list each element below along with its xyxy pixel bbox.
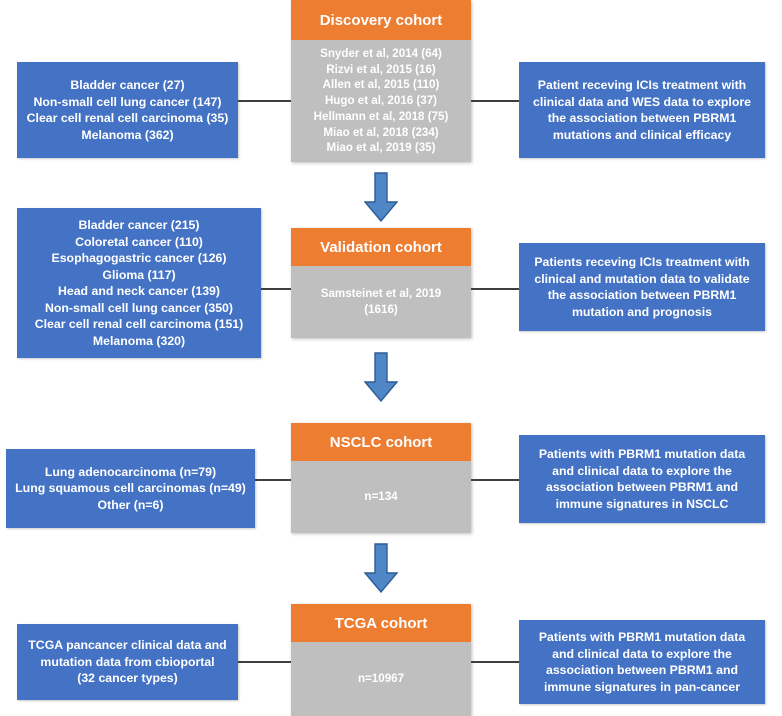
box-line: Coloretal cancer (110): [75, 234, 203, 249]
box-line: Glioma (117): [102, 267, 176, 282]
box-line: immune signatures in NSCLC: [555, 496, 729, 511]
tcga-cohort-title: TCGA cohort: [291, 604, 471, 642]
validation-left-box: Bladder cancer (215) Coloretal cancer (1…: [17, 208, 261, 358]
box-line: Patients with PBRM1 mutation data: [538, 630, 746, 644]
discovery-cohort-title: Discovery cohort: [291, 0, 471, 40]
cohort-line: n=134: [364, 490, 398, 504]
box-line: mutations and clinical efficacy: [552, 127, 732, 142]
cohort-line: Allen et al, 2015 (110): [322, 78, 440, 92]
box-line: the association between PBRM1: [547, 111, 737, 125]
tcga-right-box: Patients with PBRM1 mutation data and cl…: [519, 620, 765, 704]
box-line: Lung squamous cell carcinomas (n=49): [15, 481, 246, 496]
validation-cohort-box: Validation cohort Samsteinet et al, 2019…: [291, 228, 471, 338]
box-line: Head and neck cancer (139): [58, 284, 220, 298]
cohort-line: (1616): [364, 303, 398, 316]
box-line: clinical and mutation data to validate: [534, 271, 750, 286]
connector-validation-right: [471, 288, 519, 290]
box-line: Patient receving ICIs treatment with: [537, 78, 747, 92]
box-line: Clear cell renal cell carcinoma (151): [34, 317, 244, 331]
arrow-nsclc-to-tcga: [364, 543, 398, 593]
box-line: association between PBRM1 and: [545, 480, 738, 494]
box-line: Non-small cell lung cancer (350): [45, 300, 233, 315]
connector-validation-left: [261, 288, 291, 290]
cohort-line: Miao et al, 2018 (234): [323, 125, 439, 139]
nsclc-cohort-body: n=134: [291, 461, 471, 533]
box-line: Clear cell renal cell carcinoma (35): [26, 111, 229, 125]
cohort-line: n=10967: [357, 672, 405, 686]
cohort-line: Snyder et al, 2014 (64): [320, 46, 442, 60]
box-line: Non-small cell lung cancer (147): [33, 94, 222, 109]
discovery-cohort-body: Snyder et al, 2014 (64) Rizvi et al, 201…: [291, 40, 471, 162]
box-line: Other (n=6): [97, 497, 164, 512]
box-line: Lung adenocarcinoma (n=79): [44, 464, 217, 479]
box-line: Patients receving ICIs treatment with: [534, 255, 750, 269]
tcga-left-box: TCGA pancancer clinical data and mutatio…: [17, 624, 238, 700]
connector-discovery-right: [471, 100, 519, 102]
box-line: Patients with PBRM1 mutation data: [538, 447, 746, 461]
cohort-line: Miao et al, 2019 (35): [326, 141, 436, 155]
validation-cohort-body: Samsteinet et al, 2019 (1616): [291, 266, 471, 338]
tcga-cohort-body: n=10967: [291, 642, 471, 716]
arrow-discovery-to-validation: [364, 172, 398, 222]
nsclc-left-box: Lung adenocarcinoma (n=79) Lung squamous…: [6, 449, 255, 528]
discovery-cohort-box: Discovery cohort Snyder et al, 2014 (64)…: [291, 0, 471, 162]
cohort-line: Hugo et al, 2016 (37): [324, 94, 438, 108]
box-line: TCGA pancancer clinical data and: [28, 638, 227, 653]
box-line: Bladder cancer (27): [70, 78, 185, 92]
tcga-cohort-box: TCGA cohort n=10967: [291, 604, 471, 716]
connector-nsclc-left: [255, 479, 291, 481]
cohort-line: Samsteinet et al, 2019: [320, 287, 442, 301]
box-line: Melanoma (320): [92, 333, 186, 348]
box-line: mutation data from cbioportal: [40, 654, 215, 669]
nsclc-cohort-title: NSCLC cohort: [291, 423, 471, 461]
cohort-line: Hellmann et al, 2018 (75): [313, 109, 449, 123]
box-line: and clinical data to explore the: [552, 463, 732, 478]
discovery-right-box: Patient receving ICIs treatment with cli…: [519, 62, 765, 158]
cohort-line: Rizvi et al, 2015 (16): [326, 62, 436, 76]
connector-tcga-left: [238, 661, 291, 663]
box-line: the association between PBRM1: [547, 288, 737, 302]
box-line: Esophagogastric cancer (126): [51, 251, 227, 265]
box-line: clinical data and WES data to explore: [533, 94, 751, 109]
arrow-validation-to-nsclc: [364, 352, 398, 402]
box-line: and clinical data to explore the: [552, 646, 732, 661]
validation-cohort-title: Validation cohort: [291, 228, 471, 266]
nsclc-right-box: Patients with PBRM1 mutation data and cl…: [519, 435, 765, 523]
nsclc-cohort-box: NSCLC cohort n=134: [291, 423, 471, 533]
box-line: (32 cancer types): [77, 671, 178, 686]
connector-nsclc-right: [471, 479, 519, 481]
box-line: immune signatures in pan-cancer: [543, 679, 741, 694]
box-line: Melanoma (362): [81, 127, 174, 142]
box-line: association between PBRM1 and: [545, 663, 738, 677]
connector-discovery-left: [238, 100, 291, 102]
validation-right-box: Patients receving ICIs treatment with cl…: [519, 243, 765, 331]
connector-tcga-right: [471, 661, 519, 663]
discovery-left-box: Bladder cancer (27) Non-small cell lung …: [17, 62, 238, 158]
box-line: mutation and prognosis: [571, 304, 713, 319]
box-line: Bladder cancer (215): [78, 218, 200, 232]
